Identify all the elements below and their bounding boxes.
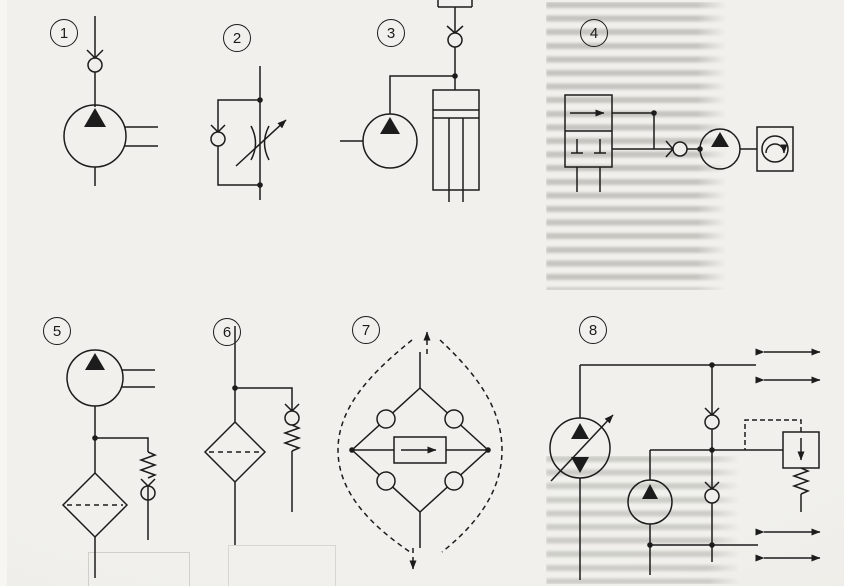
diagram-8-number: 8	[579, 316, 607, 344]
spring-symbol	[282, 424, 302, 452]
pump-symbol	[362, 113, 418, 169]
diagram-6-schematic	[203, 326, 302, 545]
page-edge-shadow	[0, 0, 7, 586]
flow-direction-arrows	[755, 348, 821, 562]
reservoir-symbol	[437, 0, 473, 8]
diagram-2-number: 2	[223, 24, 251, 52]
filter-symbol	[61, 471, 129, 539]
relief-valve-symbol	[744, 419, 820, 512]
diagram-6-number: 6	[213, 318, 241, 346]
pump-symbol	[63, 104, 127, 168]
variable-pump-symbol	[549, 414, 614, 482]
diagram-5-number: 5	[43, 317, 71, 345]
spring-symbol	[138, 451, 158, 479]
check-valve-symbol	[446, 25, 464, 48]
check-valve-symbol	[704, 481, 720, 504]
diagram-4-schematic	[564, 94, 794, 192]
scan-ghost-figure	[228, 545, 336, 586]
check-valve-symbol	[704, 407, 720, 430]
pump-symbol	[66, 349, 124, 407]
diagram-3-number: 3	[377, 19, 405, 47]
diagram-8-schematic	[549, 348, 821, 580]
check-valve-symbol	[665, 140, 688, 158]
check-valve-bridge-symbol	[350, 386, 490, 514]
filter-symbol	[203, 420, 267, 484]
auxiliary-pump-symbol	[627, 479, 673, 525]
flow-path-dashed-lines	[337, 331, 503, 570]
rotation-indicator-symbol	[756, 126, 794, 172]
diagram-4-number: 4	[580, 19, 608, 47]
check-valve-symbol	[210, 124, 226, 147]
diagram-3-schematic	[340, 0, 480, 202]
pilot-line-dashed	[744, 419, 802, 450]
flow-restrictor-symbol	[235, 119, 287, 167]
diagram-2-schematic	[210, 66, 287, 200]
diagram-7-schematic	[337, 331, 503, 570]
diagram-7-number: 7	[352, 316, 380, 344]
check-valve-symbol	[86, 49, 104, 73]
scan-ghost-figure	[88, 552, 190, 586]
diagram-5-schematic	[61, 349, 158, 578]
diagram-1-schematic	[63, 16, 158, 186]
diagram-1-number: 1	[50, 19, 78, 47]
directional-valve-symbol	[564, 94, 613, 192]
motor-symbol	[699, 128, 741, 170]
cylinder-symbol	[432, 89, 480, 202]
flow-restrictor-symbol	[393, 436, 447, 464]
